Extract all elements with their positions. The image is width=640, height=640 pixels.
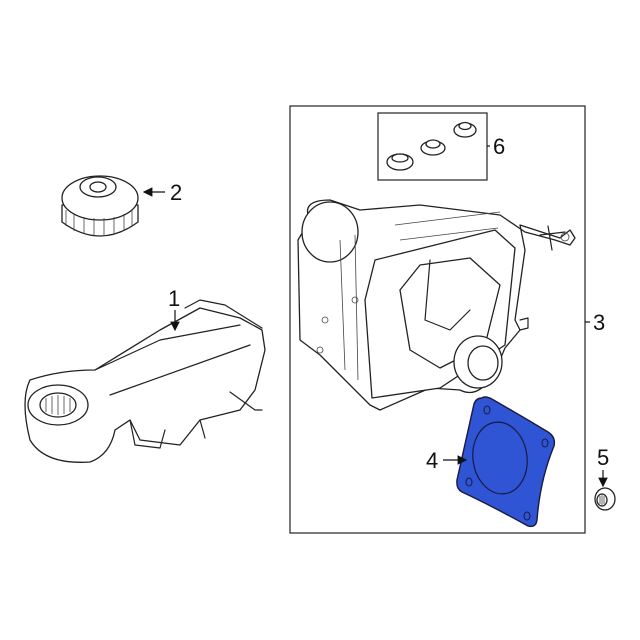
- part-2-reservoir-cap[interactable]: [61, 175, 139, 237]
- part-1-master-cylinder[interactable]: [24, 299, 266, 463]
- gasket-opening: [472, 421, 528, 495]
- callout-4: 4: [426, 448, 438, 473]
- part-3-booster-assembly[interactable]: [297, 199, 576, 411]
- callout-5: 5: [597, 445, 609, 470]
- callout-2: 2: [170, 180, 182, 205]
- callout-3: 3: [593, 310, 605, 335]
- callout-6: 6: [493, 134, 505, 159]
- part-6-seals[interactable]: [386, 121, 477, 171]
- gasket-shape[interactable]: [456, 396, 556, 528]
- leader-lines: [142, 145, 608, 488]
- part-4-gasket[interactable]: [456, 396, 556, 528]
- part-5-nut[interactable]: [594, 487, 616, 511]
- callout-1: 1: [168, 286, 180, 311]
- assembly-box: [289, 105, 586, 534]
